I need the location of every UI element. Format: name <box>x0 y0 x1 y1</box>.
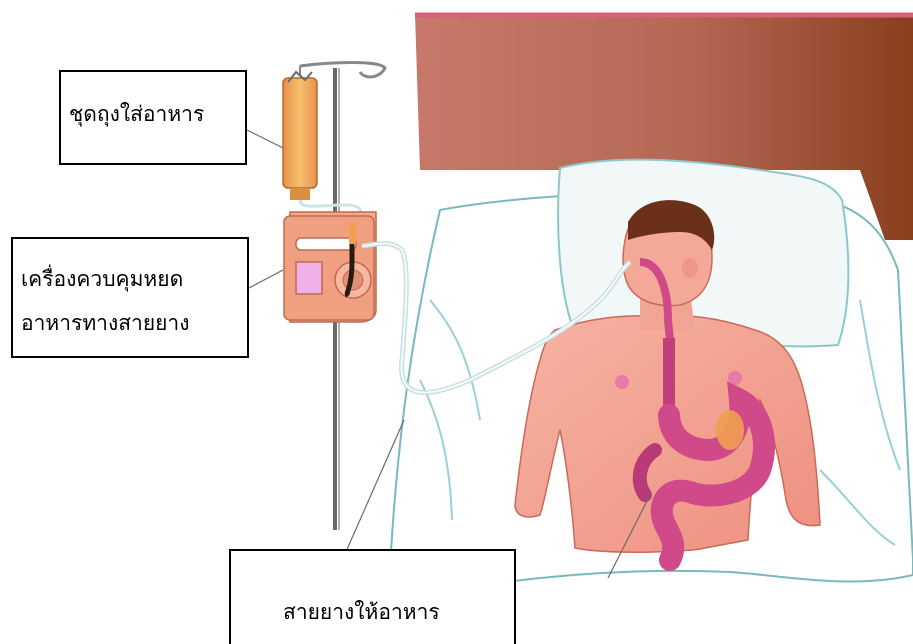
feeding-tube-label-box: สายยางให้อาหาร <box>229 549 516 644</box>
feeding-tube-label: สายยางให้อาหาร <box>283 596 440 629</box>
feeding-bag-label: ชุดถุงใส่อาหาร <box>69 98 204 131</box>
feeding-bag-label-box: ชุดถุงใส่อาหาร <box>59 70 247 165</box>
pump-label-box: เครื่องควบคุมหยด อาหารทางสายยาง <box>11 237 249 358</box>
feeding-pump <box>284 212 376 322</box>
feeding-bag <box>283 72 361 215</box>
pump-label-line2: อาหารทางสายยาง <box>21 307 189 340</box>
pump-label-line1: เครื่องควบคุมหยด <box>21 263 183 296</box>
